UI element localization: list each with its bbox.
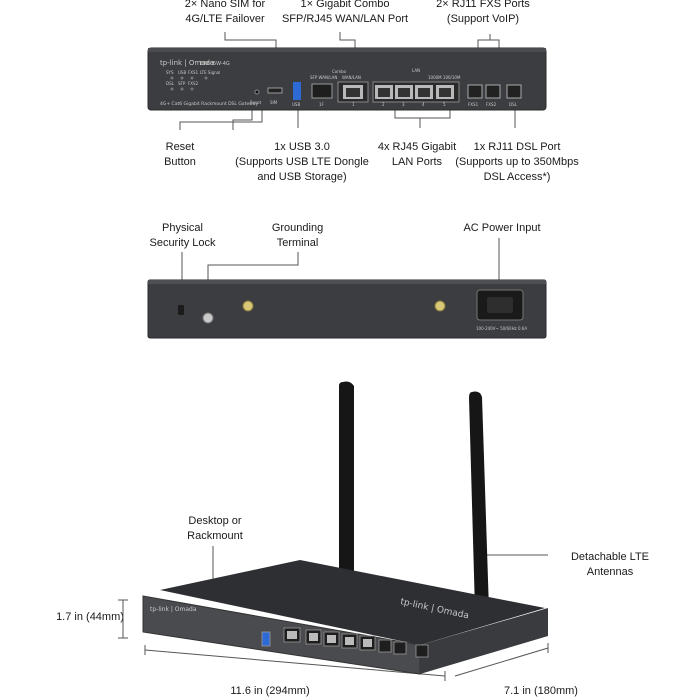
security-lock-slot — [178, 305, 184, 315]
front-brand: tp-link | Omada — [160, 59, 214, 67]
sim-slot — [267, 87, 283, 94]
label-sim: SIM — [270, 100, 278, 105]
led-lte: LTE Signal — [200, 70, 220, 75]
label-speed: 1000M 100/10M — [428, 75, 461, 80]
dimension-width: 11.6 in (294mm) — [230, 685, 310, 697]
label-fxs1: FXS1 — [468, 102, 479, 107]
label-dsl: DSL — [509, 102, 518, 107]
callout-lan: 4x RJ45 Gigabit LAN Ports — [377, 141, 457, 168]
label-lan: LAN — [412, 68, 420, 73]
label-sfp: 1F — [319, 102, 325, 107]
led-sfp: SFP — [178, 81, 186, 86]
label-sfp-header: SFP WAN/LAN — [310, 75, 337, 80]
front-logo-perspective: tp-link | Omada — [150, 606, 197, 613]
rear-foot-right — [434, 300, 446, 312]
callout-ground: Grounding Terminal — [271, 222, 324, 249]
router-top-surface — [160, 560, 545, 645]
reset-hole — [254, 89, 260, 95]
led-fxs2: FXS2 — [188, 81, 199, 86]
antenna-right — [469, 391, 489, 610]
led-dsl: DSL — [166, 81, 175, 86]
grounding-screw — [202, 312, 214, 324]
callout-reset: Reset Button — [164, 141, 196, 168]
label-port1: 1 — [352, 102, 355, 107]
sfp-port — [311, 83, 333, 99]
label-port5: 5 — [443, 102, 446, 107]
router-side-face — [420, 608, 548, 674]
callout-fxs: 2× RJ11 FXS Ports (Support VoIP) — [436, 0, 530, 25]
antenna-left — [339, 381, 354, 583]
label-fxs2: FXS2 — [486, 102, 497, 107]
front-subtitle: 4G+ Cat6 Gigabit Rackmount DSL Gateway — [160, 101, 259, 107]
usb-port — [293, 82, 301, 100]
callout-sim: 2× Nano SIM for 4G/LTE Failover — [184, 0, 266, 25]
label-wan: WAN/LAN — [342, 75, 361, 80]
callout-combo: 1× Gigabit Combo SFP/RJ45 WAN/LAN Port — [281, 0, 409, 25]
dimension-depth: 7.1 in (180mm) — [504, 685, 578, 697]
led-fxs1: FXS1 — [188, 70, 199, 75]
front-model: ER605W-4G — [200, 61, 230, 67]
callout-dsl: 1x RJ11 DSL Port (Supports up to 350Mbps… — [455, 141, 579, 183]
label-port3: 3 — [402, 102, 405, 107]
callout-lock: Physical Security Lock — [149, 222, 216, 249]
led-sys: SYS — [166, 70, 174, 75]
callout-mount: Desktop or Rackmount — [187, 515, 243, 542]
callout-power: AC Power Input — [463, 222, 541, 234]
label-reset: Reset — [250, 100, 262, 105]
dimension-height: 1.7 in (44mm) — [56, 611, 124, 623]
power-spec: 100-240V~ 50/60Hz 0.6A — [476, 326, 527, 331]
callout-usb: 1x USB 3.0 (Supports USB LTE Dongle and … — [235, 141, 369, 183]
led-usb: USB — [178, 70, 186, 75]
label-port4: 4 — [422, 102, 425, 107]
label-usb: USB — [292, 102, 300, 107]
rear-foot-left — [242, 300, 254, 312]
label-port2: 2 — [382, 102, 385, 107]
label-combo: Combo — [332, 69, 347, 74]
callout-antennas: Detachable LTE Antennas — [570, 551, 650, 578]
